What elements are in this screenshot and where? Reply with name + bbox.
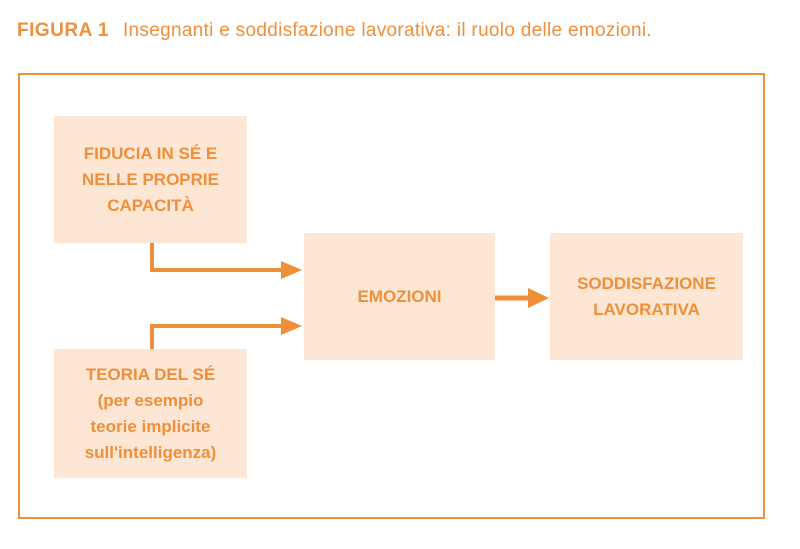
node-soddisfazione-lavorativa: SODDISFAZIONE LAVORATIVA — [550, 233, 743, 360]
figure-label: FIGURA 1 — [17, 20, 109, 41]
node-emozioni: EMOZIONI — [304, 233, 495, 360]
node-soddisfazione-label: SODDISFAZIONE LAVORATIVA — [577, 273, 716, 319]
node-fiducia-capacita: FIDUCIA IN SÉ E NELLE PROPRIE CAPACITÀ — [54, 116, 247, 243]
node-emozioni-label: EMOZIONI — [357, 286, 442, 306]
figure-caption: FIGURA 1 Insegnanti e soddisfazione lavor… — [17, 18, 652, 44]
node-fiducia-label: FIDUCIA IN SÉ E NELLE PROPRIE CAPACITÀ — [82, 143, 219, 215]
node-teoria-del-se: TEORIA DEL SÉ (per esempio teorie implic… — [54, 349, 247, 478]
figure-title: Insegnanti e soddisfazione lavorativa: i… — [122, 20, 653, 41]
diagram-frame — [18, 73, 765, 519]
node-teoria-label: TEORIA DEL SÉ (per esempio teorie implic… — [84, 364, 217, 462]
